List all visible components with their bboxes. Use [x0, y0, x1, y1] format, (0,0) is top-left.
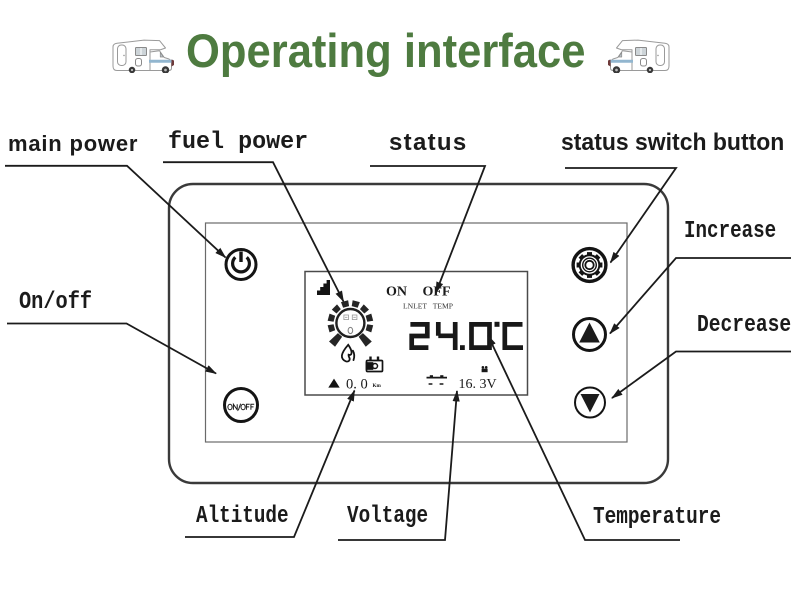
svg-text:Km: Km — [373, 383, 382, 389]
svg-text:LNLET TEMP: LNLET TEMP — [403, 302, 453, 311]
svg-text:0. 0: 0. 0 — [346, 377, 368, 393]
svg-text:ON: ON — [386, 285, 407, 300]
svg-text:16. 3V: 16. 3V — [459, 377, 497, 392]
